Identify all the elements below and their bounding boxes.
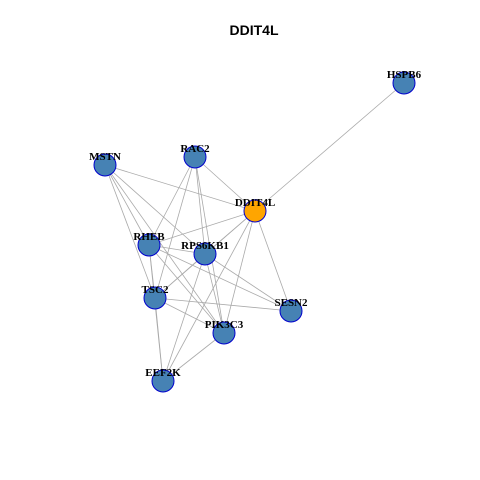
edge-mstn-ddit4l bbox=[104, 164, 256, 212]
edge-rps6kb1-eef2k bbox=[162, 253, 206, 382]
node-label-rac2: RAC2 bbox=[180, 143, 210, 155]
node-eef2k bbox=[151, 369, 175, 393]
edge-mstn-rheb bbox=[104, 164, 150, 246]
node-label-pik3c3: PIK3C3 bbox=[205, 319, 244, 331]
edge-rac2-rps6kb1 bbox=[194, 156, 206, 255]
edge-ddit4l-pik3c3 bbox=[223, 210, 256, 334]
edge-rps6kb1-sesn2 bbox=[204, 253, 292, 312]
edge-mstn-rps6kb1 bbox=[104, 164, 206, 255]
node-label-rps6kb1: RPS6KB1 bbox=[181, 240, 229, 252]
node-hspb6 bbox=[392, 71, 416, 95]
edge-ddit4l-sesn2 bbox=[254, 210, 292, 312]
edge-rps6kb1-pik3c3 bbox=[204, 253, 225, 334]
edge-rac2-rheb bbox=[148, 156, 196, 246]
node-label-mstn: MSTN bbox=[89, 151, 121, 163]
node-sesn2 bbox=[279, 299, 303, 323]
plot-title: DDIT4L bbox=[230, 22, 279, 38]
node-label-sesn2: SESN2 bbox=[274, 297, 308, 309]
node-pik3c3 bbox=[212, 321, 236, 345]
edge-tsc2-pik3c3 bbox=[154, 297, 225, 334]
node-rps6kb1 bbox=[193, 242, 217, 266]
node-layer bbox=[93, 71, 416, 393]
edge-rac2-tsc2 bbox=[154, 156, 196, 299]
edge-tsc2-sesn2 bbox=[154, 297, 292, 312]
node-rheb bbox=[137, 233, 161, 257]
edge-rac2-ddit4l bbox=[194, 156, 256, 212]
node-label-eef2k: EEF2K bbox=[145, 367, 181, 379]
node-rac2 bbox=[183, 145, 207, 169]
node-label-hspb6: HSPB6 bbox=[387, 69, 422, 81]
edge-ddit4l-eef2k bbox=[162, 210, 256, 382]
edge-rheb-sesn2 bbox=[148, 244, 292, 312]
node-ddit4l bbox=[243, 199, 267, 223]
node-tsc2 bbox=[143, 286, 167, 310]
edge-pik3c3-eef2k bbox=[162, 332, 225, 382]
node-label-tsc2: TSC2 bbox=[142, 284, 169, 296]
edge-hspb6-ddit4l bbox=[254, 82, 405, 212]
node-mstn bbox=[93, 153, 117, 177]
edge-ddit4l-rheb bbox=[148, 210, 256, 246]
edge-rheb-pik3c3 bbox=[148, 244, 225, 334]
node-label-ddit4l: DDIT4L bbox=[235, 197, 275, 209]
edge-tsc2-eef2k bbox=[154, 297, 164, 382]
edge-mstn-tsc2 bbox=[104, 164, 156, 299]
node-label-rheb: RHEB bbox=[133, 231, 165, 243]
